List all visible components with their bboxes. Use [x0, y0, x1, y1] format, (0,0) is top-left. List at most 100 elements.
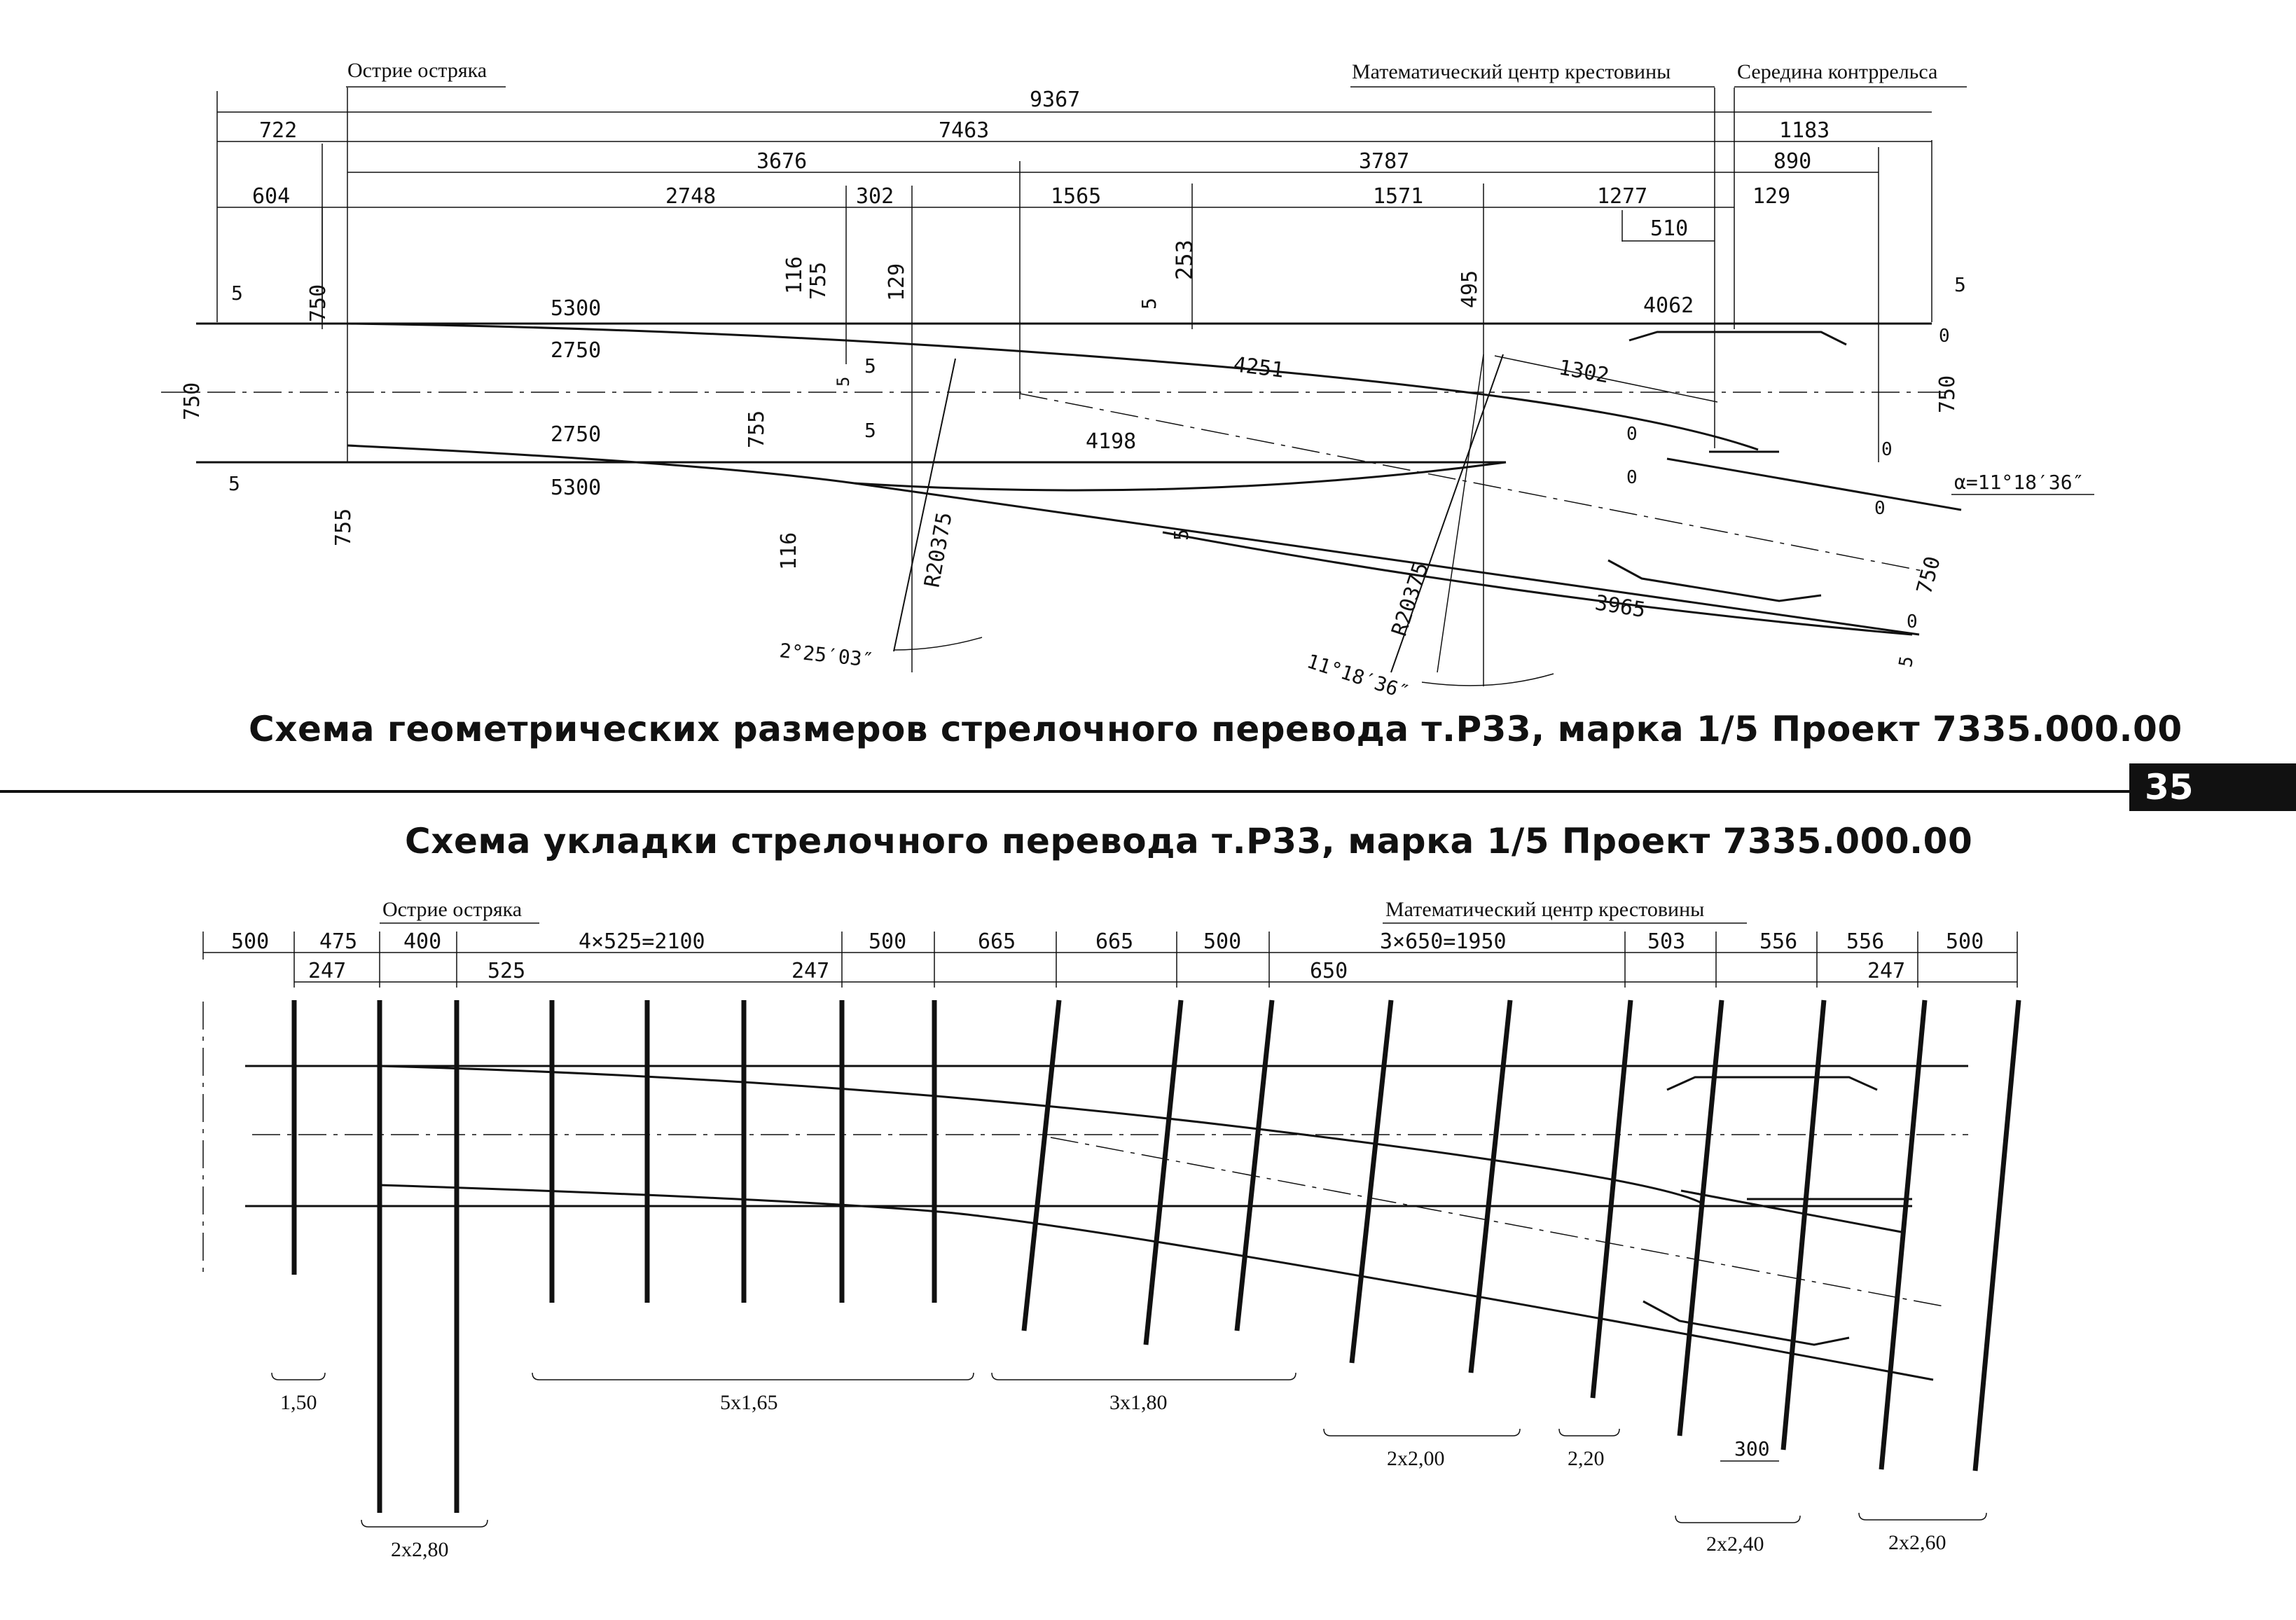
- dim-890: 890: [1773, 149, 1811, 174]
- dim-129-top: 129: [1752, 184, 1790, 209]
- guardrails: [1607, 331, 1847, 602]
- sp-665-b: 665: [1095, 929, 1133, 954]
- gap-5-d: 5: [864, 419, 876, 442]
- angle-arc-switch: [893, 637, 983, 651]
- dim-2748: 2748: [665, 184, 716, 209]
- sleeper-group-braces: [271, 1372, 1987, 1528]
- zero-d: 0: [1881, 439, 1893, 460]
- angle-alpha: α=11°18′36″: [1954, 471, 2084, 494]
- dim-3676: 3676: [756, 149, 807, 174]
- group-2x2-80: 2х2,80: [391, 1538, 449, 1561]
- dim-604: 604: [252, 184, 290, 209]
- dim-2750-bottom: 2750: [551, 422, 601, 447]
- angle-switch: 2°25′03″: [778, 639, 875, 672]
- group-3x1-80: 3х1,80: [1109, 1391, 1168, 1414]
- bottom-guardrails: [1643, 1076, 1878, 1346]
- sp-247-b: 247: [791, 959, 829, 983]
- dim-4198: 4198: [1086, 429, 1136, 454]
- sp-650: 650: [1310, 959, 1348, 983]
- group-2x2-00: 2х2,00: [1387, 1447, 1445, 1470]
- dim-4251: 4251: [1232, 352, 1285, 383]
- sp-500-d: 500: [1946, 929, 1984, 954]
- group-5x1-65: 5х1,65: [720, 1391, 778, 1414]
- dim-302: 302: [856, 184, 894, 209]
- sp-503: 503: [1647, 929, 1685, 954]
- dim-1183: 1183: [1779, 118, 1830, 143]
- label-switch-point: Острие остряка: [347, 59, 487, 82]
- gap-5-i: 5: [1895, 654, 1918, 669]
- gap-5-c: 5: [864, 354, 876, 378]
- sp-500-b: 500: [869, 929, 906, 954]
- dim-2750-top: 2750: [551, 338, 601, 363]
- dim-v116-bottom: 116: [777, 532, 801, 570]
- sp-500-c: 500: [1203, 929, 1241, 954]
- bottom-tick-lines: [202, 932, 2018, 988]
- geometric-dimensions-diagram: Острие остряка Математический центр крес…: [161, 59, 2094, 705]
- sp-556-a: 556: [1759, 929, 1797, 954]
- sp-247-c: 247: [1867, 959, 1905, 983]
- sp-665-a: 665: [978, 929, 1016, 954]
- dim-510: 510: [1650, 216, 1688, 241]
- radius-label-1: R20375: [920, 511, 957, 590]
- gap-5-g: 5: [1954, 273, 1966, 296]
- dim-v116-top: 116: [782, 256, 807, 294]
- dim-v750-right: 750: [1935, 375, 1960, 413]
- dim-v129: 129: [885, 263, 909, 301]
- group-1-50: 1,50: [280, 1391, 317, 1414]
- dim-5300-bottom: 5300: [551, 476, 601, 500]
- radius-line-2b: [1437, 354, 1484, 673]
- label-guardrail-middle: Середина контррельса: [1737, 60, 1937, 83]
- label-math-center: Математический центр крестовины: [1352, 60, 1671, 83]
- rails: [196, 322, 1962, 636]
- zero-e: 0: [1874, 498, 1886, 519]
- sp-400: 400: [403, 929, 441, 954]
- sp-556-b: 556: [1846, 929, 1884, 954]
- bottom-axis-lines: [202, 1002, 1968, 1308]
- zero-c: 0: [1626, 467, 1638, 488]
- dim-v253: 253: [1171, 240, 1198, 280]
- label-switch-point-bottom: Острие остряка: [382, 898, 522, 921]
- extension-lines: [216, 88, 1932, 686]
- page-divider: [0, 790, 2143, 793]
- group-2-20: 2,20: [1568, 1447, 1605, 1470]
- gap-5-b: 5: [228, 472, 240, 495]
- axis-lines: [161, 392, 1947, 574]
- gap-5-a: 5: [231, 282, 243, 305]
- page-number: 35: [2129, 763, 2296, 811]
- sp-475: 475: [319, 929, 357, 954]
- zero-a: 0: [1939, 326, 1950, 347]
- sp-525: 525: [487, 959, 525, 983]
- radius-line-2: [1390, 354, 1504, 673]
- dim-9367: 9367: [1030, 88, 1080, 112]
- zero-b: 0: [1626, 424, 1638, 445]
- dim-v750-left: 750: [180, 382, 205, 420]
- dim-v755-a: 755: [806, 262, 831, 300]
- dim-7463: 7463: [939, 118, 989, 143]
- dim-v750-diverging: 750: [1912, 554, 1946, 597]
- dimension-lines: [217, 111, 1932, 322]
- group-2x2-60: 2х2,60: [1888, 1531, 1946, 1554]
- bottom-diagram-title: Схема укладки стрелочного перевода т.Р33…: [405, 821, 1973, 861]
- dim-4062: 4062: [1643, 293, 1694, 318]
- bottom-dimension-lines: [203, 952, 2017, 983]
- dim-1571: 1571: [1373, 184, 1423, 209]
- radius-line-1: [893, 358, 956, 652]
- dim-3787: 3787: [1359, 149, 1409, 174]
- gap-5-f: 5: [1170, 529, 1193, 541]
- dim-v750-gauge: 750: [306, 284, 331, 322]
- dim-1302-line: [1494, 355, 1718, 403]
- dim-722: 722: [259, 118, 297, 143]
- dim-v755-bottom: 755: [331, 508, 356, 546]
- gap-5-e: 5: [1137, 298, 1161, 310]
- dim-5300-top: 5300: [551, 296, 601, 321]
- sleepers: [291, 999, 2021, 1513]
- dim-v495: 495: [1458, 270, 1482, 308]
- sp-500-a: 500: [231, 929, 269, 954]
- sp-3x650: 3×650=1950: [1380, 929, 1507, 954]
- label-math-center-bottom: Математический центр крестовины: [1385, 898, 1704, 921]
- gap-5-h: 5: [834, 377, 853, 387]
- sp-4x525: 4×525=2100: [579, 929, 705, 954]
- zero-f: 0: [1907, 611, 1918, 632]
- sp-247-a: 247: [308, 959, 346, 983]
